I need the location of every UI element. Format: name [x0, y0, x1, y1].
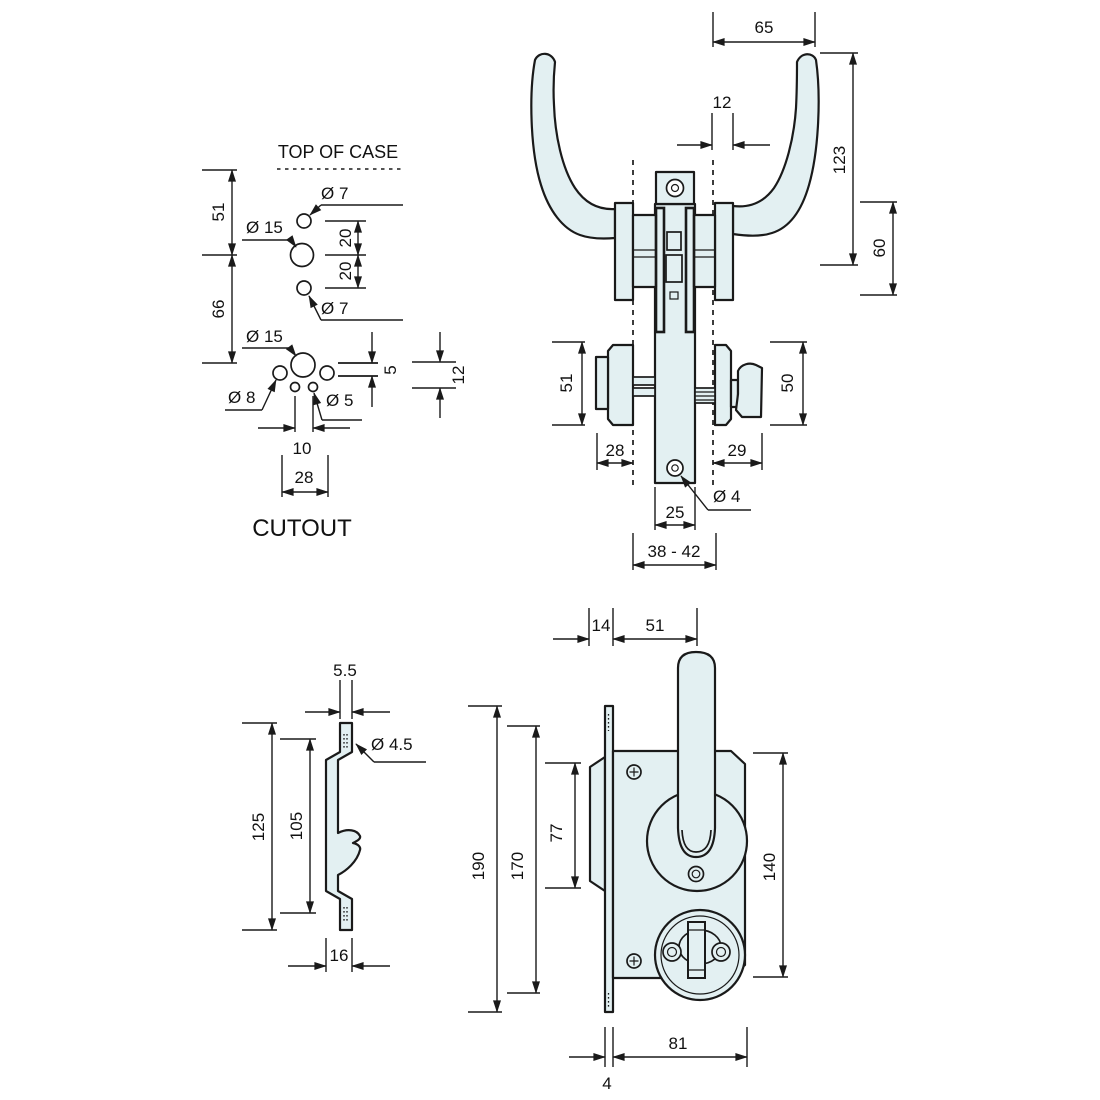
lever-left-shape — [530, 52, 617, 240]
dim-12-front: 12 — [713, 93, 732, 112]
dim-190: 190 — [469, 852, 488, 880]
case-phillips-screws — [626, 764, 642, 969]
cutout-20-dims: 20 20 — [325, 220, 366, 289]
hub-outer-left — [613, 201, 635, 302]
front-dims: 65 12 123 60 51 50 28 29 — [552, 12, 897, 570]
dim-29: 29 — [728, 441, 747, 460]
dim-28: 28 — [295, 468, 314, 487]
front-view: 65 12 123 60 51 50 28 29 — [530, 12, 897, 570]
dim-28-front: 28 — [606, 441, 625, 460]
hub-inner-left — [631, 213, 658, 289]
dim-65: 65 — [755, 18, 774, 37]
spindle-bar-upper — [632, 376, 656, 386]
hole-top-dia7 — [296, 213, 312, 229]
disc-screw-right — [711, 942, 731, 962]
thumbturn-wing — [734, 362, 764, 419]
dim-105: 105 — [287, 812, 306, 840]
hidden-hole-top — [343, 734, 348, 749]
lever-right-shape — [731, 53, 820, 237]
cutout-left-dims: 51 66 — [202, 169, 237, 364]
label-dia7-top: Ø 7 — [321, 184, 348, 203]
label-dia15-bottom: Ø 15 — [246, 327, 283, 346]
rose-right — [713, 343, 733, 427]
dim-51-front: 51 — [557, 374, 576, 393]
dim-14: 14 — [592, 616, 611, 635]
mount-strip-right — [684, 206, 696, 334]
mount-strip-left — [654, 206, 666, 334]
hole-left-dia8 — [272, 365, 288, 381]
dim-20-lower: 20 — [336, 262, 355, 281]
hole-small-dia5-right — [307, 381, 319, 393]
hole-spindle-dia15 — [290, 352, 316, 378]
cutout-hole-labels: Ø 7 Ø 15 Ø 7 Ø 15 Ø 8 Ø 5 — [225, 184, 403, 421]
label-dia15-top: Ø 15 — [246, 218, 283, 237]
dim-16: 16 — [330, 946, 349, 965]
dim-25: 25 — [666, 503, 685, 522]
dim-5: 5 — [381, 365, 400, 374]
dim-20-upper: 20 — [336, 229, 355, 248]
dim-51-case: 51 — [646, 616, 665, 635]
dim-5.5: 5.5 — [333, 661, 357, 680]
hole-small-dia5-left — [289, 381, 301, 393]
faceplate-strip — [603, 704, 615, 1014]
profile-view: 5.5 Ø 4.5 125 105 16 — [242, 661, 426, 972]
hub-inner-right — [692, 213, 717, 289]
cutout-bottom-dims: 10 28 — [258, 396, 350, 497]
dim-dia4.5: Ø 4.5 — [371, 735, 413, 754]
thumbturn-bar — [687, 921, 706, 979]
dim-125: 125 — [249, 813, 268, 841]
dim-140: 140 — [760, 853, 779, 881]
case-view: 14 51 190 170 77 140 81 4 — [468, 608, 788, 1093]
dim-dia4: Ø 4 — [713, 487, 740, 506]
dim-4: 4 — [602, 1074, 611, 1093]
label-dia7-bottom: Ø 7 — [321, 299, 348, 318]
rose-left-cap — [594, 355, 610, 411]
rose-left — [606, 343, 635, 427]
dim-77: 77 — [547, 824, 566, 843]
spindle-bar-lower — [632, 387, 656, 397]
faceplate-profile-shape — [324, 721, 362, 932]
dim-81: 81 — [669, 1034, 688, 1053]
cutout-view: TOP OF CASE 51 66 Ø 7 Ø 15 — [202, 142, 468, 542]
plate-screw-dia4 — [666, 459, 684, 477]
profile-dims: 5.5 Ø 4.5 125 105 16 — [242, 661, 426, 972]
label-dia5: Ø 5 — [326, 391, 353, 410]
case-dims: 14 51 190 170 77 140 81 4 — [468, 608, 788, 1093]
dim-60: 60 — [870, 239, 889, 258]
handle-lever-shape — [676, 650, 717, 859]
faceplate-flange — [588, 755, 607, 893]
disc-screw-left — [662, 942, 682, 962]
rose-screw — [687, 865, 705, 883]
dim-10: 10 — [293, 439, 312, 458]
hub-outer-right — [713, 201, 735, 302]
cutout-slot-dims: 5 12 — [338, 332, 468, 418]
spindle-plate — [653, 202, 697, 485]
dim-50: 50 — [778, 374, 797, 393]
dim-123: 123 — [830, 146, 849, 174]
hole-bottom-dia7 — [296, 280, 312, 296]
top-screw — [665, 178, 685, 198]
dim-12: 12 — [449, 366, 468, 385]
dim-66: 66 — [209, 300, 228, 319]
label-dia8: Ø 8 — [228, 388, 255, 407]
hole-right-dia8 — [319, 365, 335, 381]
dim-170: 170 — [508, 852, 527, 880]
dim-38-42: 38 - 42 — [648, 542, 701, 561]
dim-51: 51 — [209, 203, 228, 222]
cutout-caption: CUTOUT — [252, 515, 352, 542]
hole-top-dia15 — [289, 242, 315, 268]
cutout-title: TOP OF CASE — [278, 142, 398, 162]
